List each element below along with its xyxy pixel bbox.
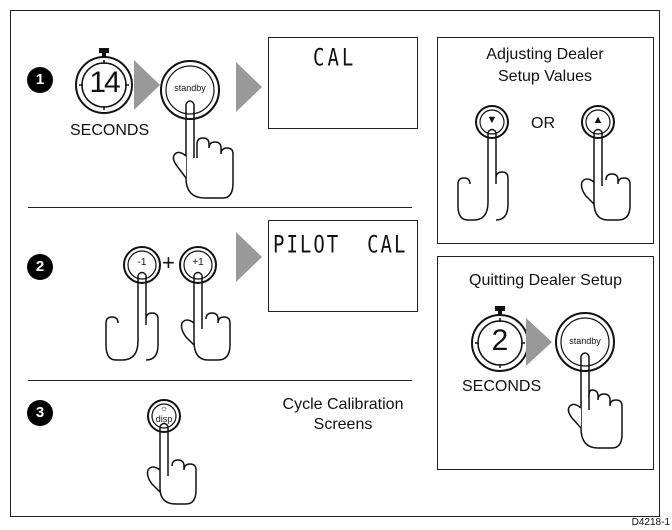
minus-one-button-icon: [105, 246, 161, 361]
step-2-display: PILOT CAL: [268, 220, 418, 312]
stopwatch-icon: [471, 306, 529, 372]
step-2-display-text: PILOT CAL: [273, 231, 408, 259]
step-2-number: 2: [27, 254, 53, 280]
up-button-icon: [580, 105, 631, 221]
step-divider-1: [28, 207, 412, 208]
down-arrow-icon: ▼: [486, 114, 498, 126]
plus-one-button-icon: [179, 246, 231, 361]
diagram-frame: [10, 10, 660, 517]
plus-one-label: +1: [192, 257, 204, 268]
figure-code: D4218-1: [631, 517, 670, 528]
adjust-panel-title: Adjusting Dealer Setup Values: [486, 46, 604, 85]
plus-sign: +: [162, 250, 175, 275]
step-1-timer-caption: SECONDS: [70, 122, 150, 139]
disp-button-label: disp: [155, 414, 173, 424]
disp-sun-icon: ☼: [159, 403, 169, 413]
step-3-caption: Cycle Calibration Screens: [282, 396, 404, 433]
stopwatch-icon: [75, 48, 133, 114]
minus-one-label: -1: [137, 257, 147, 268]
quit-timer-value: 2: [491, 324, 509, 357]
step-1-display-text: CAL: [313, 44, 357, 72]
or-label: OR: [531, 115, 555, 132]
step-1-display: CAL: [268, 37, 418, 129]
arrow-right-icon: [526, 318, 552, 366]
arrow-right-icon: [236, 232, 262, 282]
quit-timer-caption: SECONDS: [462, 378, 542, 395]
disp-button-icon: [146, 399, 197, 505]
arrow-right-icon: [134, 60, 160, 110]
step-divider-2: [28, 380, 412, 381]
step-3-number: 3: [27, 400, 53, 426]
step-1-standby-label: standby: [174, 83, 206, 93]
quit-standby-label: standby: [569, 336, 601, 346]
quit-panel-title: Quitting Dealer Setup: [469, 272, 622, 289]
standby-button-icon: [555, 312, 623, 449]
up-arrow-icon: ▲: [592, 114, 604, 126]
step-1-number: 1: [27, 67, 53, 93]
step-1-timer-value: 14: [89, 66, 120, 99]
down-button-icon: [457, 105, 509, 221]
standby-button-icon: [160, 60, 234, 199]
arrow-right-icon: [236, 62, 262, 112]
